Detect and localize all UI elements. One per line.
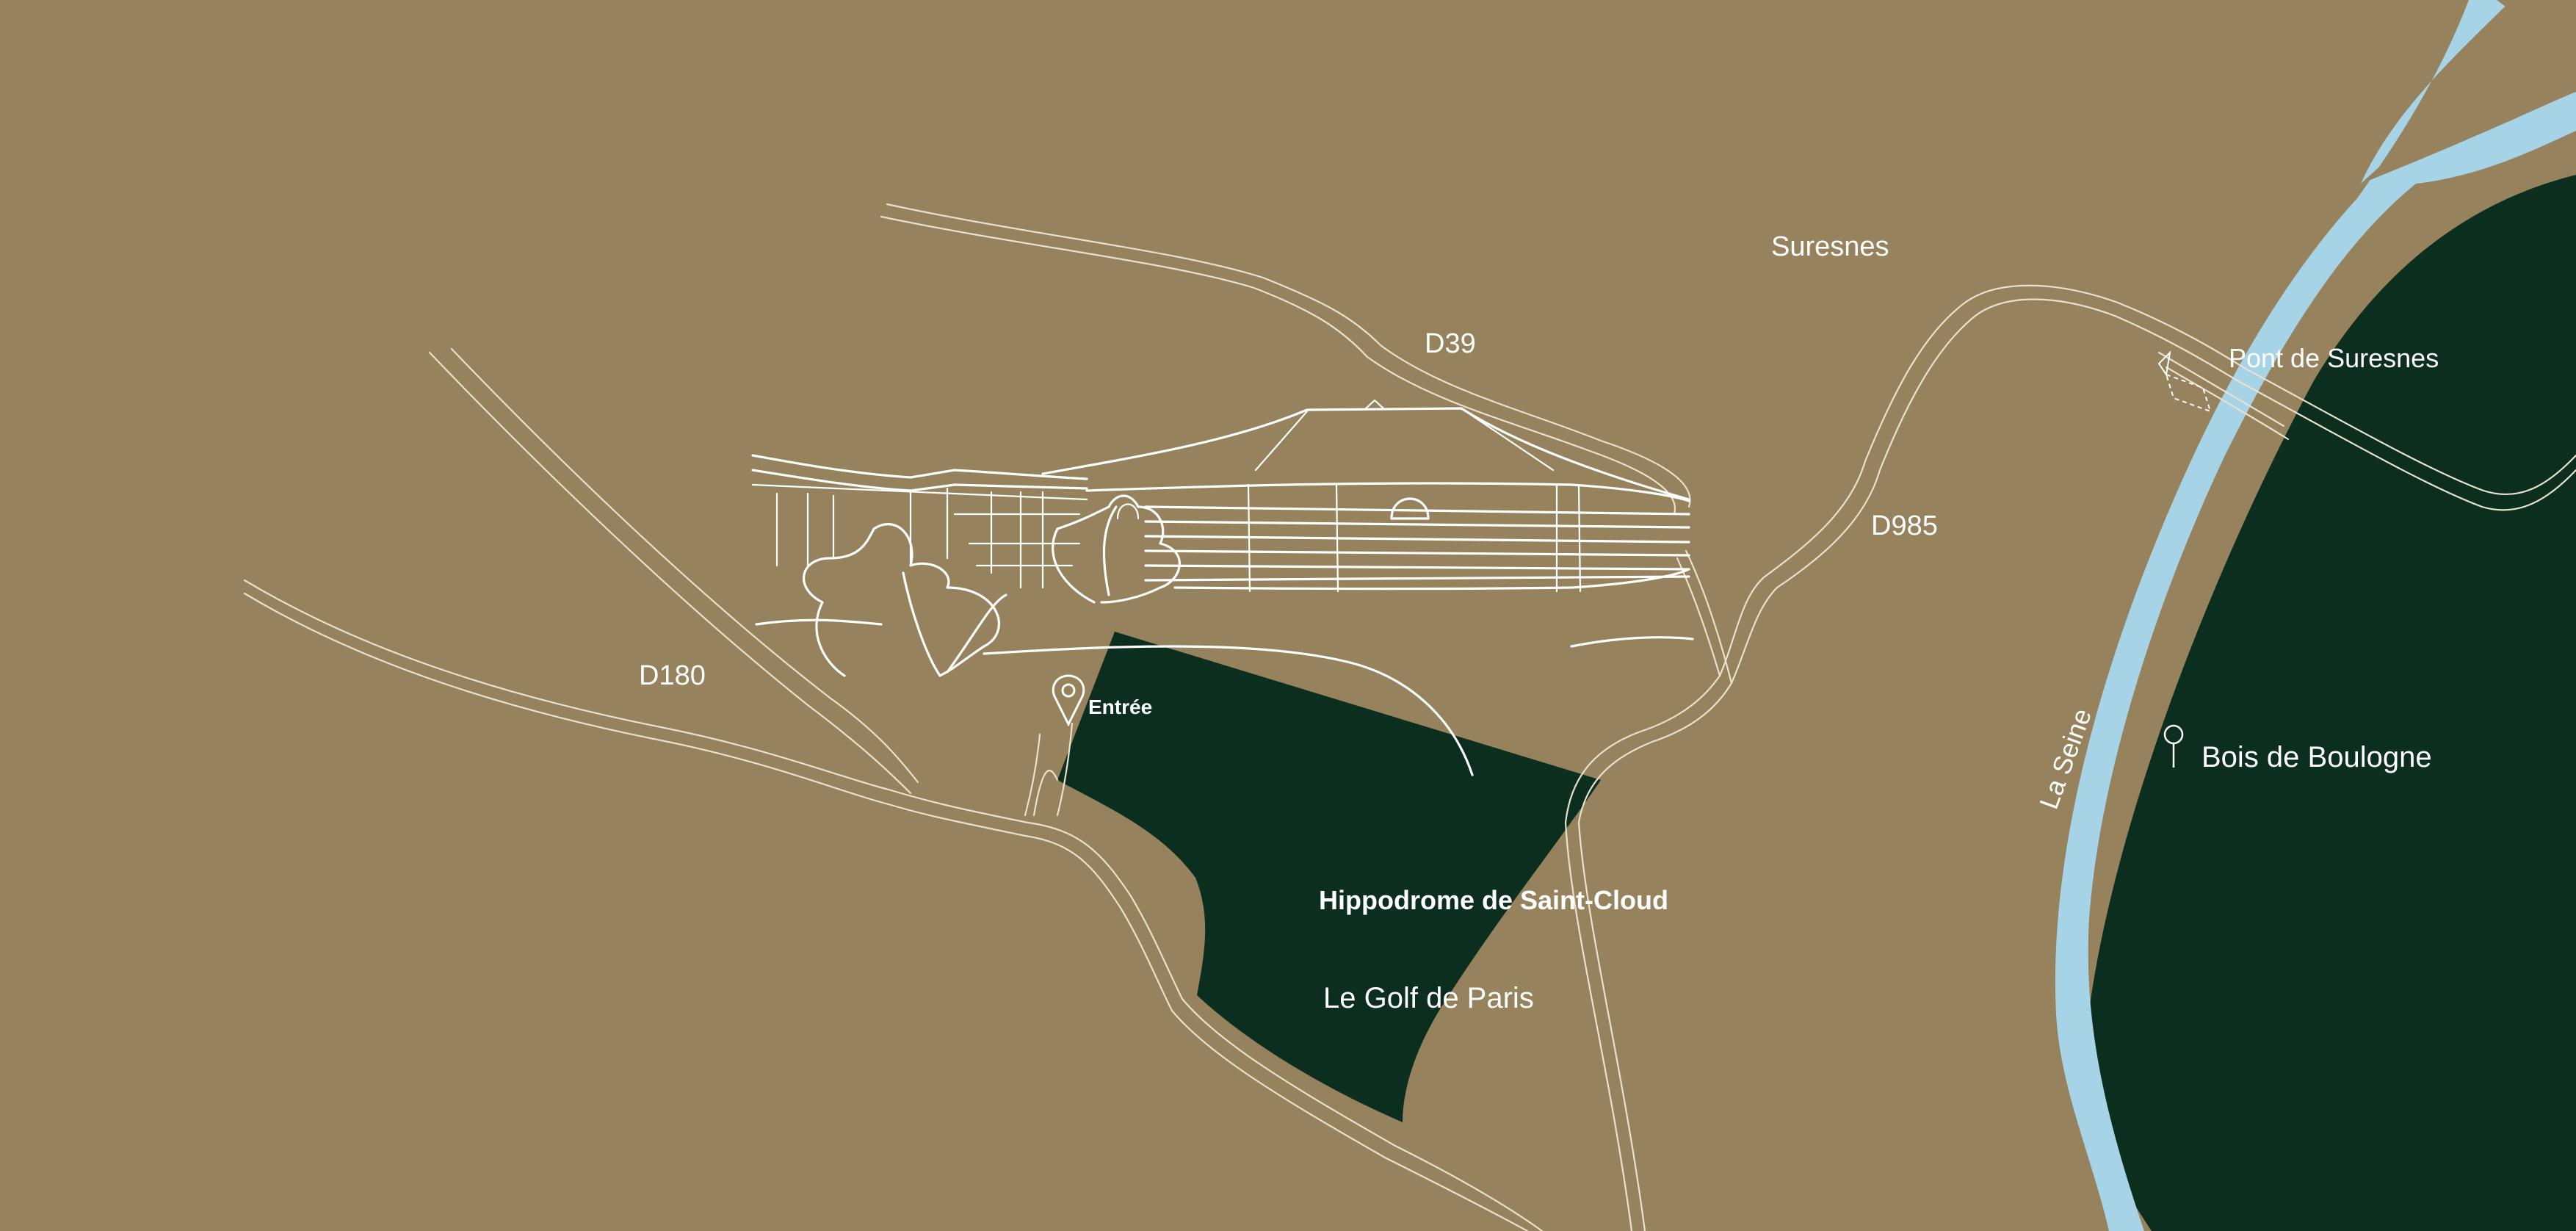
river-side-channel bbox=[2361, 0, 2526, 184]
bridge-outline bbox=[2157, 350, 2212, 413]
building-sketch-icon bbox=[751, 399, 1694, 776]
label-golf: Le Golf de Paris bbox=[1323, 982, 1534, 1014]
label-entree: Entrée bbox=[1088, 696, 1152, 718]
label-suresnes: Suresnes bbox=[1771, 231, 1889, 262]
label-hippodrome: Hippodrome de Saint-Cloud bbox=[1319, 885, 1668, 915]
label-d39: D39 bbox=[1425, 328, 1476, 359]
label-d985: D985 bbox=[1871, 510, 1938, 541]
river-la-seine bbox=[2055, 0, 2576, 1231]
bois-de-boulogne-area bbox=[2085, 175, 2576, 1231]
label-bois-de-boulogne: Bois de Boulogne bbox=[2201, 741, 2432, 773]
location-pin-icon[interactable] bbox=[1052, 674, 1085, 727]
label-pont-de-suresnes: Pont de Suresnes bbox=[2229, 343, 2439, 373]
map-pin-icon[interactable] bbox=[2163, 724, 2184, 768]
label-d180: D180 bbox=[639, 660, 706, 691]
roads bbox=[243, 203, 2576, 1231]
